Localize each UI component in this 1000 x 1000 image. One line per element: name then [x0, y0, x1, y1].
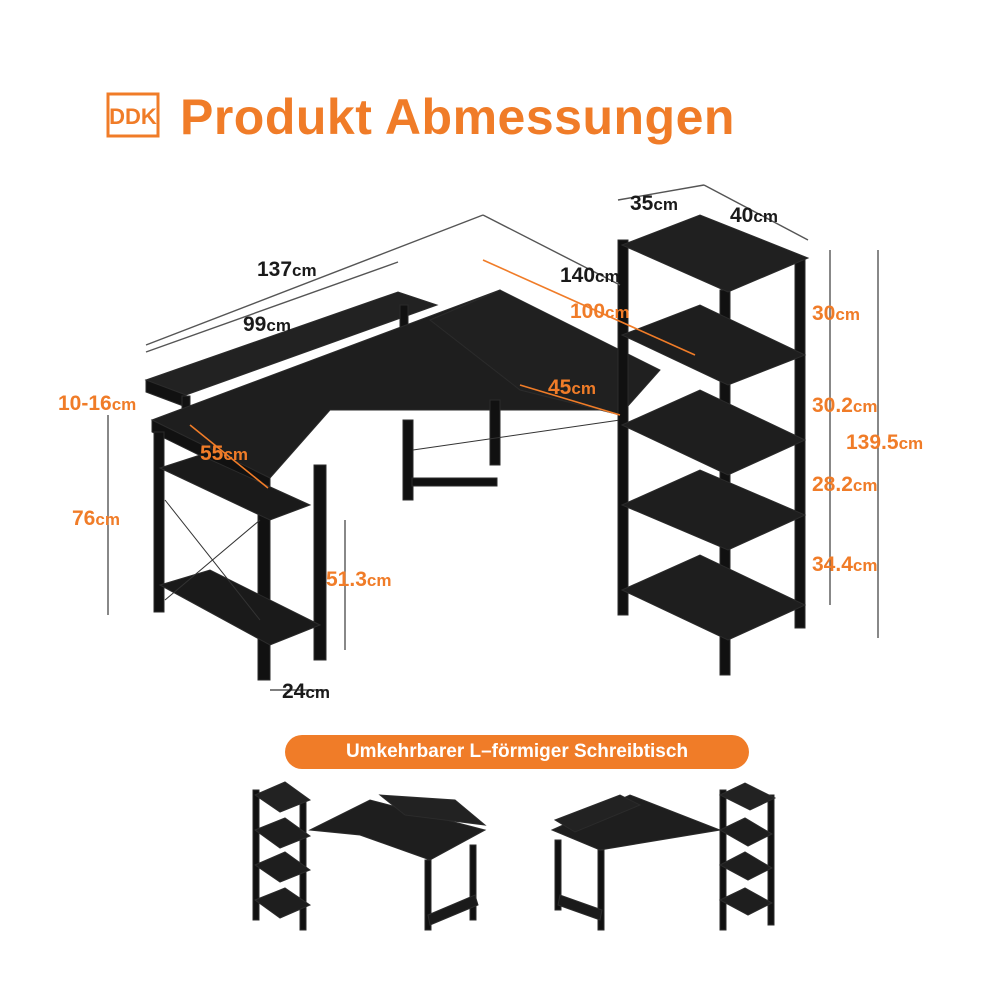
dim-shelf-depth: 35cm	[630, 192, 678, 215]
page-title: Produkt Abmessungen	[180, 89, 735, 145]
dim-desk-height: 76cm	[72, 507, 120, 530]
dim-tier4: 34.4cm	[812, 553, 878, 576]
dim-shelf-total: 139.5cm	[846, 431, 924, 454]
dim-shelf-width: 40cm	[730, 204, 778, 227]
dim-shelf-clearance: 51.3cm	[326, 568, 392, 591]
logo-text: DDK	[109, 104, 157, 129]
dim-desk-length: 137cm	[257, 258, 317, 281]
brand-logo-icon: DDK	[106, 92, 160, 138]
dim-return-length: 140cm	[560, 264, 620, 287]
dim-side-depth: 55cm	[200, 442, 248, 465]
dim-tier3: 28.2cm	[812, 473, 878, 496]
dim-monitor-stand-width: 99cm	[243, 313, 291, 336]
reversible-banner: Umkehrbarer L–förmiger Schreibtisch	[285, 735, 749, 769]
dim-stand-height: 10-16cm	[58, 392, 137, 415]
dim-tier2: 30.2cm	[812, 394, 878, 417]
dim-tier1: 30cm	[812, 302, 860, 325]
dim-side-shelf-depth: 24cm	[282, 680, 330, 703]
dim-return-inner: 100cm	[570, 300, 630, 323]
dim-return-depth: 45cm	[548, 376, 596, 399]
